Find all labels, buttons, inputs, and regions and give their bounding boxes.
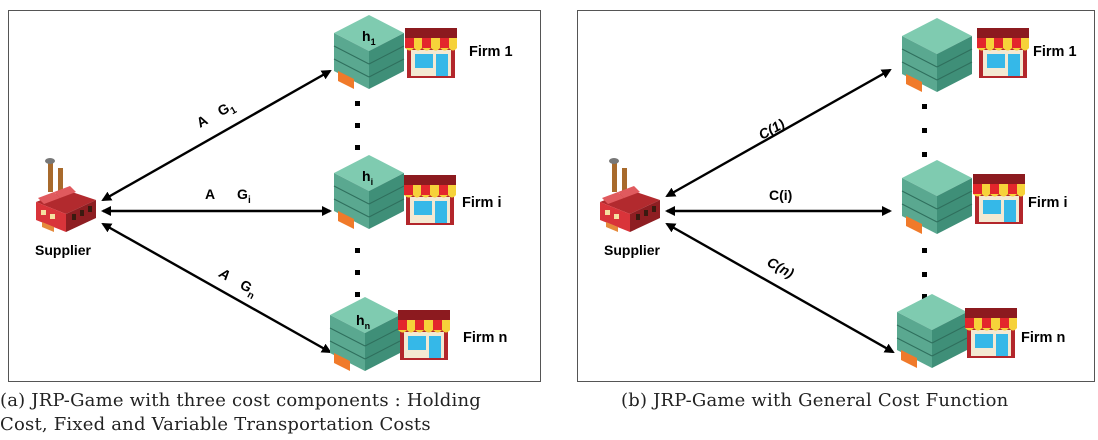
firm-label-n: Firm n [1021,330,1065,346]
svg-text:A: A [216,264,233,283]
store-icon [404,175,456,225]
caption-a-line-2: Cost, Fixed and Variable Transportation … [0,414,431,435]
ellipsis-dots-lower [922,248,927,299]
edge-label-n: C(n) [765,254,798,282]
edge-supplier-firm-1 [101,69,332,202]
warehouse-label-1: h1 [362,28,376,47]
svg-text:G: G [237,186,248,202]
store-icon [977,28,1029,78]
svg-text:n: n [245,289,256,302]
svg-text:i: i [248,195,251,206]
panel-a-diagram: A G 1 A G i A G n [35,15,513,371]
firm-label-1: Firm 1 [1033,44,1077,60]
panel-b-diagram: C(1) C(i) C(n) S [600,18,1077,368]
store-icon [973,174,1025,224]
svg-text:A: A [194,112,211,131]
edge-label-1: C(1) [756,115,788,142]
caption-a-line-1: (a) JRP-Game with three cost components … [0,390,481,411]
factory-icon [600,158,660,232]
firm-label-1: Firm 1 [469,44,513,60]
firm-label-n: Firm n [463,330,507,346]
warehouse-label-n: hn [356,312,370,331]
store-icon [405,28,457,78]
firm-label-i: Firm i [1028,195,1067,211]
firm-label-i: Firm i [462,195,501,211]
supplier-label: Supplier [35,242,92,258]
edge-supplier-firm-1 [665,68,892,198]
panel-a: A G 1 A G i A G n [0,10,541,437]
factory-icon [36,158,96,232]
warehouse-icon [333,155,405,229]
store-icon [965,308,1017,358]
ellipsis-dots-upper [355,101,360,150]
supplier-label: Supplier [604,242,661,258]
caption-a: (a) JRP-Game with three cost components … [0,389,481,437]
caption-b: (b) JRP-Game with General Cost Function [621,389,1008,413]
svg-text:A: A [205,186,215,202]
panel-b-frame [577,10,1095,382]
panel-a-frame [8,10,541,382]
store-icon [398,310,450,360]
warehouse-icon [333,15,405,89]
edge-label-1: A G 1 [194,100,240,131]
edge-supplier-firm-n [101,222,332,354]
warehouse-icon [896,294,968,368]
ellipsis-dots-lower [355,248,360,297]
caption-b-line-1: (b) JRP-Game with General Cost Function [621,390,1009,411]
svg-text:1: 1 [229,105,240,118]
edge-label-i: C(i) [769,187,792,203]
warehouse-icon [901,160,973,234]
edge-supplier-firm-n [665,222,895,354]
warehouse-label-i: hi [362,168,373,187]
edge-label-n: A G n [216,264,256,302]
panel-b: C(1) C(i) C(n) S [575,0,1098,440]
warehouse-icon [329,297,401,371]
edge-label-i: A G i [205,186,251,206]
ellipsis-dots-upper [922,104,927,157]
warehouse-icon [901,18,973,92]
